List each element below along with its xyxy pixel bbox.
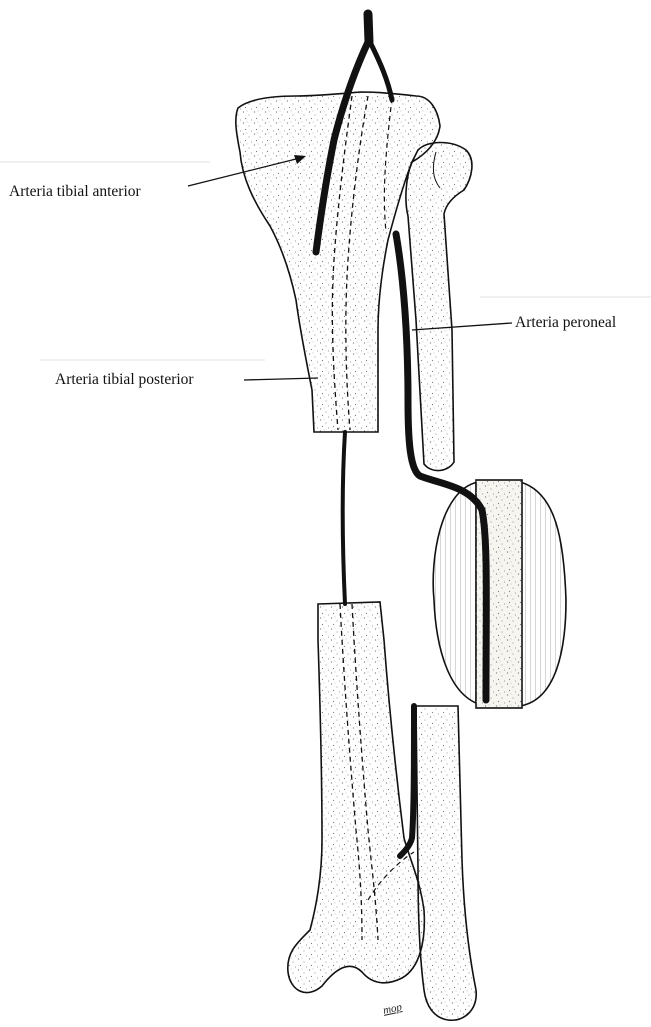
proximal-fibula xyxy=(406,143,472,471)
artery-trunk-top xyxy=(368,14,369,42)
label-arteria-peroneal: Arteria peroneal xyxy=(515,315,616,331)
artery-tibial-posterior-vessel xyxy=(343,432,345,604)
distal-tibia xyxy=(288,602,425,993)
distal-fibula xyxy=(416,706,476,1020)
artery-peroneal-upper-branch xyxy=(370,42,392,100)
label-arteria-tibial-posterior: Arteria tibial posterior xyxy=(55,372,194,388)
leader-tibial-posterior xyxy=(244,378,318,380)
label-arteria-tibial-anterior: Arteria tibial anterior xyxy=(9,184,141,200)
